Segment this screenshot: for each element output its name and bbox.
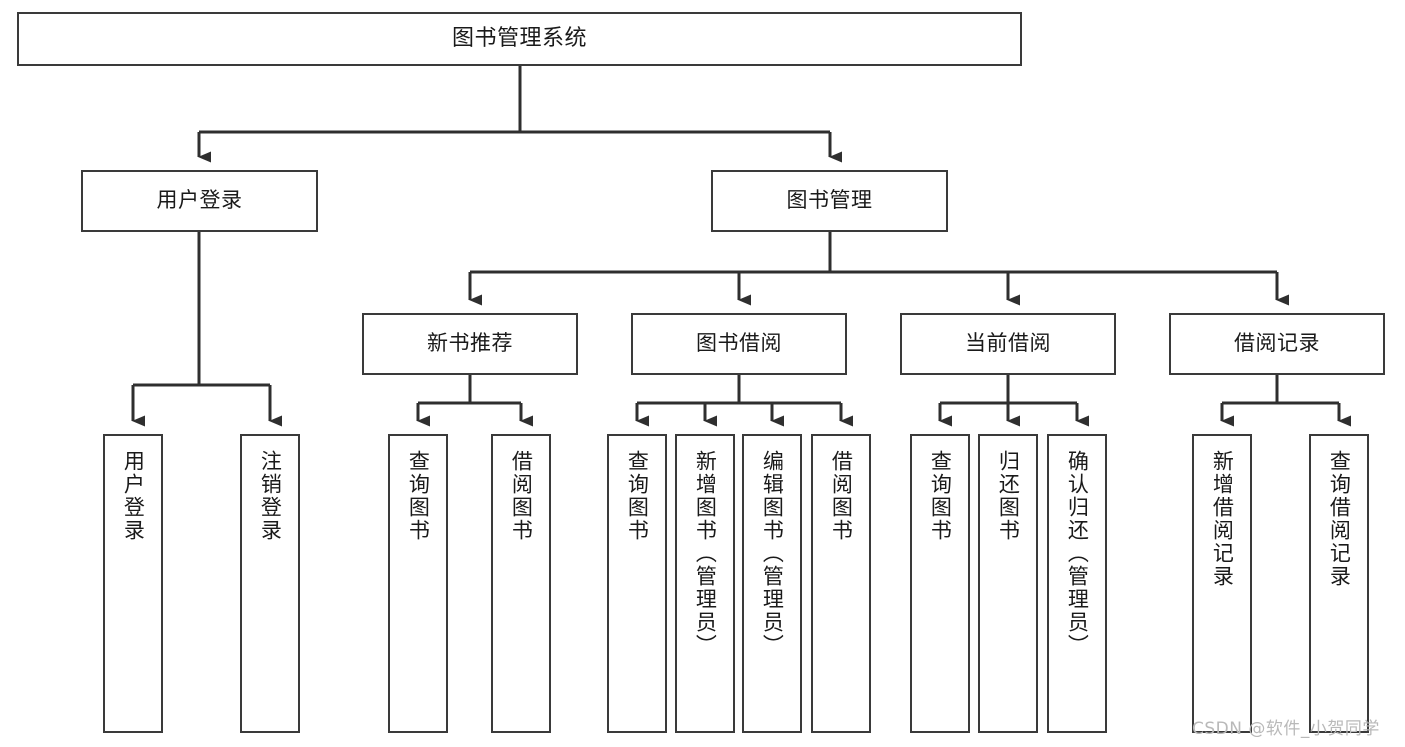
node-leaf-query-book-3[interactable]: 查询图书 bbox=[910, 434, 970, 733]
node-current-borrow[interactable]: 当前借阅 bbox=[900, 313, 1116, 375]
node-label: 查询图书 bbox=[625, 450, 650, 542]
node-label: 当前借阅 bbox=[965, 331, 1051, 356]
node-leaf-query-book-2[interactable]: 查询图书 bbox=[607, 434, 667, 733]
node-label: 图书管理 bbox=[786, 188, 873, 213]
node-leaf-query-book-1[interactable]: 查询图书 bbox=[388, 434, 448, 733]
node-label: 新书推荐 bbox=[427, 331, 513, 356]
node-label: 用户登录 bbox=[121, 450, 146, 542]
node-label: 编辑图书（管理员） bbox=[760, 450, 785, 657]
node-borrow-record[interactable]: 借阅记录 bbox=[1169, 313, 1385, 375]
node-leaf-borrow-book-1[interactable]: 借阅图书 bbox=[491, 434, 551, 733]
node-book-manage[interactable]: 图书管理 bbox=[711, 170, 948, 232]
node-label: 借阅图书 bbox=[829, 450, 854, 542]
node-label: 注销登录 bbox=[258, 450, 283, 542]
node-leaf-user-login[interactable]: 用户登录 bbox=[103, 434, 163, 733]
node-label: 查询借阅记录 bbox=[1327, 450, 1352, 588]
node-label: 新增借阅记录 bbox=[1210, 450, 1235, 588]
node-leaf-confirm-return[interactable]: 确认归还（管理员） bbox=[1047, 434, 1107, 733]
node-leaf-borrow-book-2[interactable]: 借阅图书 bbox=[811, 434, 871, 733]
node-label: 查询图书 bbox=[406, 450, 431, 542]
node-root-book-management-system[interactable]: 图书管理系统 bbox=[17, 12, 1022, 66]
node-book-borrow[interactable]: 图书借阅 bbox=[631, 313, 847, 375]
node-leaf-return-book[interactable]: 归还图书 bbox=[978, 434, 1038, 733]
node-label: 图书借阅 bbox=[696, 331, 782, 356]
node-leaf-add-record[interactable]: 新增借阅记录 bbox=[1192, 434, 1252, 733]
node-leaf-edit-book[interactable]: 编辑图书（管理员） bbox=[742, 434, 802, 733]
node-leaf-add-book[interactable]: 新增图书（管理员） bbox=[675, 434, 735, 733]
node-leaf-query-record[interactable]: 查询借阅记录 bbox=[1309, 434, 1369, 733]
node-leaf-logout-login[interactable]: 注销登录 bbox=[240, 434, 300, 733]
node-label: 归还图书 bbox=[996, 450, 1021, 542]
node-label: 确认归还（管理员） bbox=[1065, 450, 1090, 657]
node-label: 借阅记录 bbox=[1234, 331, 1320, 356]
node-label: 查询图书 bbox=[928, 450, 953, 542]
node-new-book-recommend[interactable]: 新书推荐 bbox=[362, 313, 578, 375]
node-label: 图书管理系统 bbox=[451, 25, 587, 51]
node-user-login[interactable]: 用户登录 bbox=[81, 170, 318, 232]
node-label: 用户登录 bbox=[156, 188, 243, 213]
node-label: 借阅图书 bbox=[509, 450, 534, 542]
node-label: 新增图书（管理员） bbox=[693, 450, 718, 657]
